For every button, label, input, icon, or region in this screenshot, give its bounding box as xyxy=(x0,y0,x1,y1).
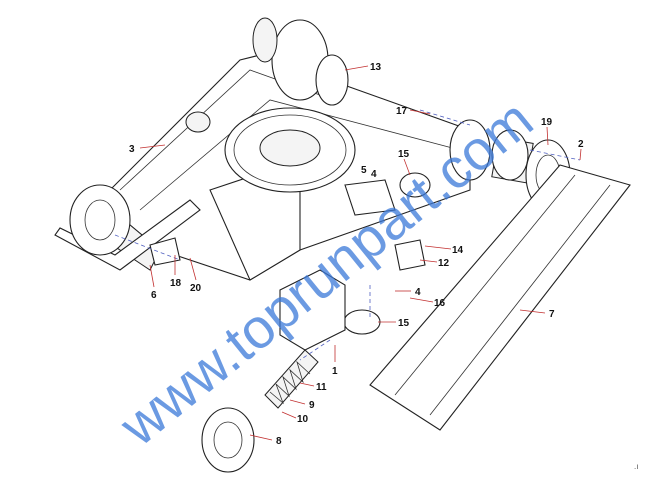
label-5: 5 xyxy=(361,165,367,176)
label-17: 17 xyxy=(396,106,408,117)
dashed-assembly-lines xyxy=(114,109,581,361)
label-19: 19 xyxy=(541,117,553,128)
label-18: 18 xyxy=(170,278,182,289)
label-12: 12 xyxy=(438,258,450,269)
label-4b: 4 xyxy=(415,287,421,298)
label-10: 10 xyxy=(297,414,309,425)
label-3: 3 xyxy=(129,144,135,155)
leader-lines xyxy=(139,65,582,441)
carrier-roller-upper xyxy=(185,111,431,198)
label-4: 4 xyxy=(371,169,377,180)
label-15b: 15 xyxy=(398,318,410,329)
upper-drive-assembly xyxy=(252,17,349,106)
label-15: 15 xyxy=(398,149,410,160)
label-1: 1 xyxy=(332,366,338,377)
part-labels: 13 17 19 2 3 15 5 4 14 12 4 16 15 7 1 11… xyxy=(129,62,584,447)
swing-bearing-mount xyxy=(224,107,356,193)
recoil-housing xyxy=(279,269,346,351)
label-13: 13 xyxy=(370,62,382,73)
label-9: 9 xyxy=(309,400,315,411)
corner-mark: .ı xyxy=(634,462,638,471)
label-2: 2 xyxy=(578,139,584,150)
front-idler-left xyxy=(69,184,131,256)
track-chain xyxy=(369,164,631,431)
label-16: 16 xyxy=(434,298,446,309)
label-6: 6 xyxy=(151,290,157,301)
label-20: 20 xyxy=(190,283,202,294)
label-8: 8 xyxy=(276,436,282,447)
label-11: 11 xyxy=(316,382,327,393)
travel-motor xyxy=(449,119,534,184)
guard-plates xyxy=(149,179,426,271)
recoil-spring xyxy=(264,349,319,409)
track-roller xyxy=(343,309,381,335)
label-7: 7 xyxy=(549,309,555,320)
label-14: 14 xyxy=(452,245,464,256)
front-idler xyxy=(201,407,255,473)
